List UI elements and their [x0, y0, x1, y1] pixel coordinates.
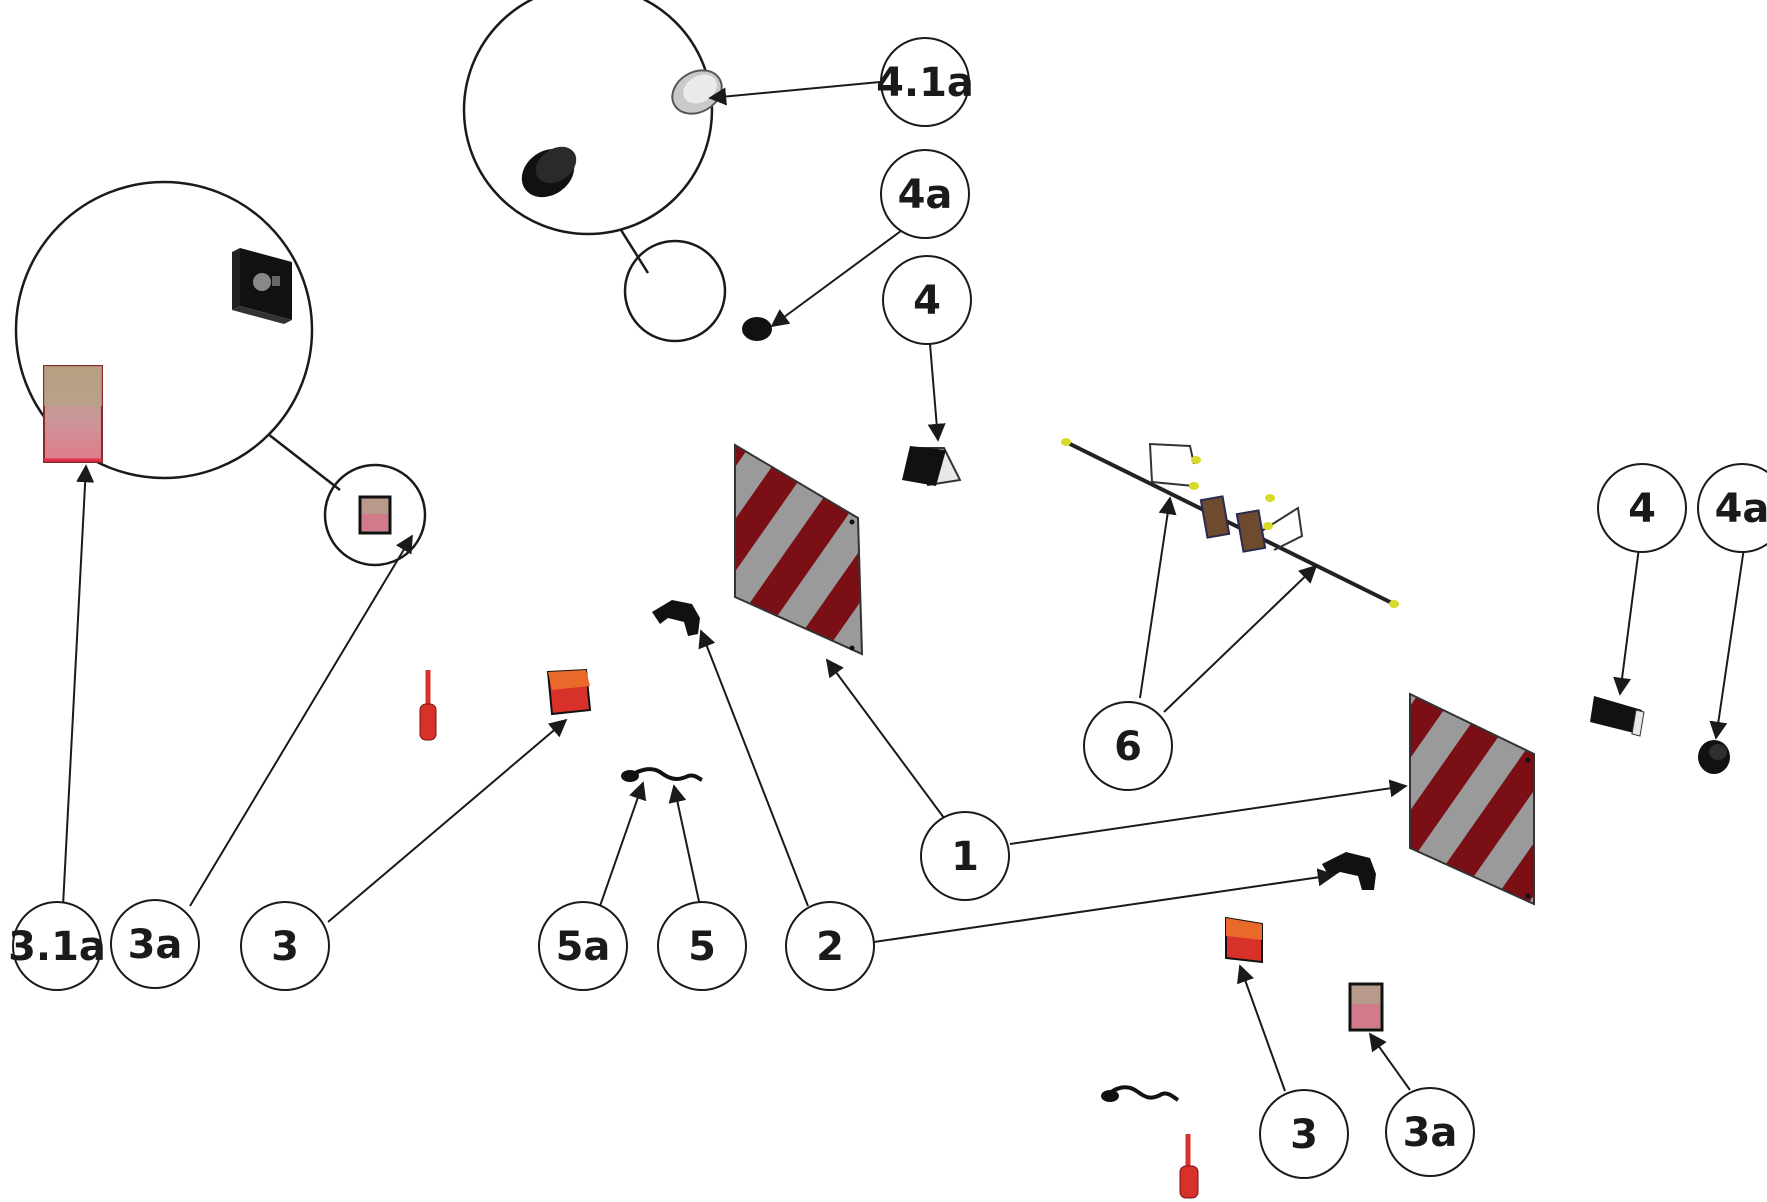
- bracket-icon-right: [1322, 852, 1376, 890]
- callout-label: 2: [816, 924, 844, 970]
- callout-1: 1: [920, 811, 1010, 901]
- callout-label: 3.1a: [8, 924, 106, 970]
- tail-lamp-housing-icon: [232, 248, 292, 324]
- callout-4-1a: 4.1a: [876, 37, 974, 127]
- callout-4a-top: 4a: [880, 149, 970, 239]
- warning-panel-icon-right: [1409, 692, 1535, 906]
- callout-label: 4: [1628, 486, 1656, 532]
- callout-3a-bottom: 3a: [1385, 1087, 1475, 1177]
- callout-label: 4a: [1715, 486, 1767, 532]
- callout-label: 3: [271, 924, 299, 970]
- bracket-icon: [652, 600, 700, 636]
- warning-panel-icon: [734, 443, 864, 656]
- side-marker-lamp-icon-right: [1590, 696, 1645, 737]
- callout-3-1a: 3.1a: [8, 901, 106, 991]
- callout-3-left: 3: [240, 901, 330, 991]
- tail-lamp-lens-icon: [43, 365, 103, 463]
- leader-lines: [62, 81, 1745, 1092]
- callout-label: 3: [1290, 1112, 1318, 1158]
- callout-label: 4: [913, 278, 941, 324]
- callout-3a-left: 3a: [110, 899, 200, 989]
- tail-lamp-icon: [546, 668, 592, 716]
- callout-label: 5a: [556, 924, 611, 970]
- callout-5a: 5a: [538, 901, 628, 991]
- callout-label: 3a: [128, 922, 183, 968]
- wiring-harness-icon: [1061, 438, 1399, 608]
- callout-label: 5: [688, 924, 716, 970]
- callout-2: 2: [785, 901, 875, 991]
- callout-label: 3a: [1403, 1110, 1458, 1156]
- cable-icon-bottom: [1101, 1085, 1180, 1102]
- tail-lamp-3a-icon-bottom: [1348, 982, 1384, 1032]
- round-lamp-small-icon: [742, 317, 772, 341]
- callout-4a-right: 4a: [1697, 463, 1767, 553]
- callout-4-top: 4: [882, 255, 972, 345]
- cable-icon: [621, 767, 703, 782]
- tail-lamp-small-icon: [358, 495, 392, 535]
- detail-circle-round-lamp: [462, 0, 727, 343]
- round-marker-lamp-icon-right: [1698, 740, 1730, 774]
- fuse-holder-icon: [419, 670, 437, 741]
- callout-3-bottom: 3: [1259, 1089, 1349, 1179]
- fuse-holder-icon-bottom: [1179, 1134, 1199, 1199]
- callout-6: 6: [1083, 701, 1173, 791]
- callout-label: 1: [951, 834, 979, 880]
- tail-lamp-icon-bottom: [1225, 916, 1263, 964]
- callout-label: 6: [1114, 724, 1142, 770]
- round-lens-icon: [671, 69, 723, 115]
- callout-label: 4a: [898, 172, 953, 218]
- round-marker-lamp-icon: [521, 146, 577, 198]
- callout-label: 4.1a: [876, 60, 974, 106]
- detail-circle-tail-lamp: [14, 180, 427, 567]
- callout-4-right: 4: [1597, 463, 1687, 553]
- callout-5: 5: [657, 901, 747, 991]
- side-marker-lamp-icon: [902, 446, 962, 487]
